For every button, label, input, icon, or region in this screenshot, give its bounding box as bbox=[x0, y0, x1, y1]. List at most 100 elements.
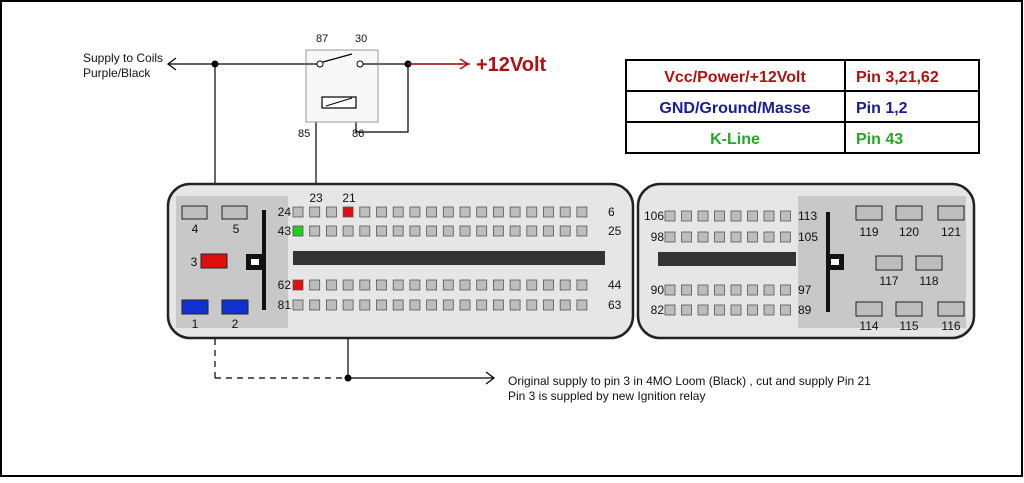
legend-right-2: Pin 43 bbox=[856, 131, 903, 148]
connector-a-pin bbox=[492, 299, 504, 311]
connector-a-pin bbox=[442, 225, 454, 237]
connector-a-pin bbox=[442, 206, 454, 218]
connector-a-pin bbox=[409, 206, 421, 218]
connector-b-pin bbox=[747, 231, 758, 243]
connector-a-pin bbox=[576, 225, 588, 237]
connector-b-pin bbox=[714, 231, 725, 243]
connector-a-pin bbox=[543, 225, 554, 237]
connector-b-pin bbox=[780, 304, 791, 316]
connector-a-pin bbox=[426, 299, 438, 311]
connector-a-pin bbox=[342, 225, 354, 237]
connector-a-pin bbox=[309, 206, 321, 218]
relay-pin-30: 30 bbox=[355, 33, 367, 45]
connector-a-side-pin bbox=[181, 299, 209, 315]
connector-a-pin bbox=[359, 279, 371, 291]
connector-a-row-left-label: 24 bbox=[278, 205, 292, 219]
connector-b-side-pin bbox=[895, 301, 923, 317]
connector-a-pin bbox=[559, 225, 571, 237]
pin-21-label: 21 bbox=[342, 191, 356, 205]
connector-a-row-right-label: 44 bbox=[608, 278, 622, 292]
ignition-relay bbox=[305, 49, 379, 123]
connector-b-pin bbox=[747, 304, 758, 316]
connector-a-side-pin-label: 5 bbox=[233, 222, 240, 236]
connector-a-pin bbox=[325, 299, 337, 311]
connector-b-pin bbox=[697, 284, 709, 296]
connector-b-row-right-label: 97 bbox=[798, 283, 812, 297]
connector-a-pin bbox=[442, 279, 454, 291]
connector-a-pin bbox=[526, 299, 538, 311]
connector-b-pin bbox=[697, 210, 709, 222]
connector-a-pin bbox=[492, 225, 504, 237]
connector-b-side-pin bbox=[937, 205, 965, 221]
connector-a-pin bbox=[576, 206, 588, 218]
note-line1: Original supply to pin 3 in 4MO Loom (Bl… bbox=[508, 374, 871, 388]
connector-b-pin bbox=[730, 231, 742, 243]
connector-b-pin bbox=[763, 304, 775, 316]
connector-a-row-left-label: 81 bbox=[278, 298, 292, 312]
connector-a-pin bbox=[559, 299, 571, 311]
connector-a-pin bbox=[459, 206, 471, 218]
connector-a-pin bbox=[392, 206, 404, 218]
connector-b-pin bbox=[780, 210, 791, 222]
connector-b-side-pin bbox=[855, 301, 883, 317]
connector-a-pin bbox=[292, 279, 304, 291]
connector-a-pin bbox=[442, 299, 454, 311]
connector-a-pin bbox=[359, 225, 371, 237]
connector-b-pin bbox=[681, 231, 692, 243]
connector-a-pin bbox=[342, 206, 354, 218]
connector-a-row-left-label: 43 bbox=[278, 224, 292, 238]
connector-a-pin bbox=[426, 206, 438, 218]
pin-23-label: 23 bbox=[309, 191, 323, 205]
connector-a-pin bbox=[376, 206, 387, 218]
connector-b-pin bbox=[730, 304, 742, 316]
connector-b-side-pin-label: 118 bbox=[919, 274, 938, 288]
connector-b-row-left-label: 82 bbox=[651, 303, 665, 317]
connector-a-pin bbox=[509, 279, 521, 291]
connector-b-pin bbox=[714, 284, 725, 296]
relay-pin-85: 85 bbox=[298, 128, 310, 140]
connector-b-side-pin bbox=[855, 205, 883, 221]
connector-b-side-pin-label: 114 bbox=[859, 319, 878, 333]
connector-b-pin bbox=[664, 284, 676, 296]
connector-a-pin bbox=[543, 279, 554, 291]
connector-a-pin bbox=[543, 299, 554, 311]
connector-a-pin bbox=[292, 206, 304, 218]
connector-b-side-pin-label: 121 bbox=[941, 225, 961, 239]
plus12-label: +12Volt bbox=[476, 54, 547, 76]
legend-left-0: Vcc/Power/+12Volt bbox=[664, 69, 806, 86]
connector-a-side-pin-label: 4 bbox=[192, 222, 199, 236]
legend-left-1: GND/Ground/Masse bbox=[659, 100, 810, 117]
connector-b-pin bbox=[763, 231, 775, 243]
connector-a-pin bbox=[342, 299, 354, 311]
connector-a-pin bbox=[509, 225, 521, 237]
connector-a-pin bbox=[526, 279, 538, 291]
connector-a-pin bbox=[292, 299, 304, 311]
connector-b-pin bbox=[697, 231, 709, 243]
connector-a-pin bbox=[376, 225, 387, 237]
connector-a-pin bbox=[325, 225, 337, 237]
connector-a-side-pin-label: 1 bbox=[192, 317, 199, 331]
connector-b-side-pin bbox=[937, 301, 965, 317]
connector-a-pin bbox=[426, 225, 438, 237]
connector-b-side-pin bbox=[915, 255, 943, 271]
connector-a-pin bbox=[359, 299, 371, 311]
connector-b-pin bbox=[664, 231, 676, 243]
connector-a-pin bbox=[325, 206, 337, 218]
connector-a-pin bbox=[359, 206, 371, 218]
connector-a-pin bbox=[376, 299, 387, 311]
connector-b-pin bbox=[681, 304, 692, 316]
connector-a-row-right-label: 6 bbox=[608, 205, 615, 219]
connector-a-pin bbox=[409, 279, 421, 291]
connector-b-pin bbox=[747, 284, 758, 296]
note-line2: Pin 3 is suppled by new Ignition relay bbox=[508, 389, 705, 403]
connector-a-row-right-label: 25 bbox=[608, 224, 622, 238]
supply-label-line1: Supply to Coils bbox=[83, 51, 163, 65]
connector-a-pin bbox=[459, 225, 471, 237]
connector-a-row-right-label: 63 bbox=[608, 298, 622, 312]
connector-b-pin bbox=[681, 284, 692, 296]
connector-a-side-pin bbox=[221, 299, 249, 315]
connector-a-pin bbox=[409, 225, 421, 237]
